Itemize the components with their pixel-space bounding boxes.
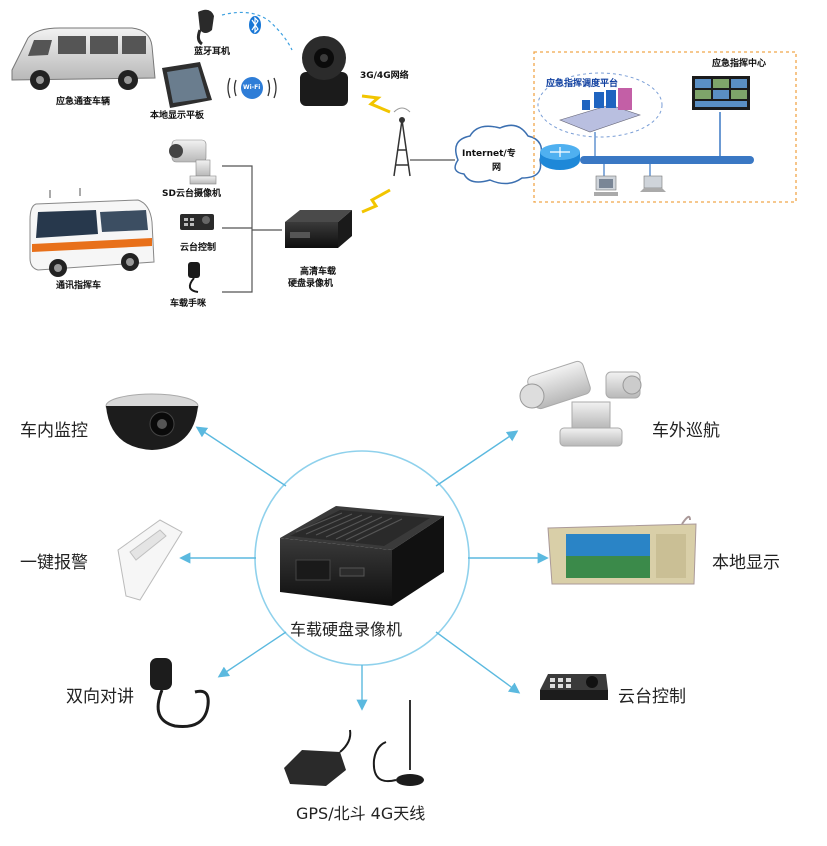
intercom-mic-icon — [150, 658, 210, 729]
command-center-box — [533, 51, 797, 203]
alarm-button-icon — [117, 519, 183, 601]
antenna-tower-icon — [393, 107, 411, 177]
van-label: 应急通查车辆 — [56, 97, 111, 107]
platform-label: 应急指挥调度平台 — [546, 79, 619, 89]
feature-patrol: 车外巡航 — [652, 421, 720, 441]
network-label-line1: Internet/专 — [462, 149, 516, 159]
network-4g-label: 3G/4G网络 — [360, 71, 409, 81]
video-wall-icon — [692, 76, 750, 110]
feature-alarm: 一键报警 — [20, 553, 88, 573]
laptop-icon — [640, 175, 666, 192]
server-rack-icon — [559, 88, 641, 133]
network-bus — [580, 156, 754, 164]
ptz-control-keyboard-icon — [540, 674, 608, 700]
wireless-signal-icon — [361, 94, 391, 114]
bus-icon — [29, 188, 155, 277]
connector-intercom — [217, 631, 287, 678]
4g-camera-icon — [300, 36, 348, 106]
hub-label: 车载硬盘录像机 — [290, 620, 403, 639]
van-icon — [11, 27, 156, 90]
center-label: 应急指挥中心 — [712, 59, 767, 69]
feature-antenna: GPS/北斗 4G天线 — [296, 804, 426, 823]
wireless-signal-icon-2 — [361, 188, 391, 214]
ptz-label: SD云台摄像机 — [162, 189, 221, 199]
connector-in-car — [195, 426, 287, 487]
feature-ptz-control: 云台控制 — [618, 687, 686, 707]
tablet-label: 本地显示平板 — [150, 111, 205, 121]
feature-in-car: 车内监控 — [20, 421, 88, 441]
top-dvr-icon — [285, 210, 352, 248]
connector-patrol — [435, 430, 519, 487]
headset-label: 蓝牙耳机 — [194, 47, 231, 57]
outdoor-ptz-camera-icon — [519, 360, 642, 447]
handset-mic-icon — [188, 262, 200, 293]
ptz-keyboard-icon — [180, 214, 214, 230]
wifi-label: Wi-Fi — [243, 84, 261, 91]
network-label-line2: 网 — [492, 163, 502, 173]
dvr-label-line2: 硬盘录像机 — [288, 279, 334, 289]
wifi-icon — [227, 77, 277, 99]
tablet-icon — [162, 62, 212, 108]
central-dvr-icon — [280, 506, 444, 606]
dome-camera-icon — [105, 393, 199, 450]
bluetooth-headset-icon — [196, 9, 214, 46]
device-bracket — [222, 165, 282, 293]
4g-antenna-icon — [372, 700, 424, 786]
feature-display: 本地显示 — [712, 553, 780, 573]
bus-label: 通讯指挥车 — [56, 281, 102, 291]
gps-antenna-icon — [284, 729, 352, 786]
desktop-pc-icon — [594, 175, 618, 196]
sd-ptz-camera-icon — [169, 139, 217, 185]
visor-display-icon — [547, 515, 697, 585]
connector-ptz-control — [435, 631, 521, 694]
keyboard-label: 云台控制 — [180, 243, 217, 253]
router-icon — [540, 144, 580, 170]
platform-ellipse — [537, 72, 663, 138]
handset-label: 车载手咪 — [170, 299, 207, 309]
feature-intercom: 双向对讲 — [66, 687, 134, 707]
dvr-label-line1: 高清车载 — [300, 267, 337, 277]
bluetooth-icon — [249, 16, 261, 34]
